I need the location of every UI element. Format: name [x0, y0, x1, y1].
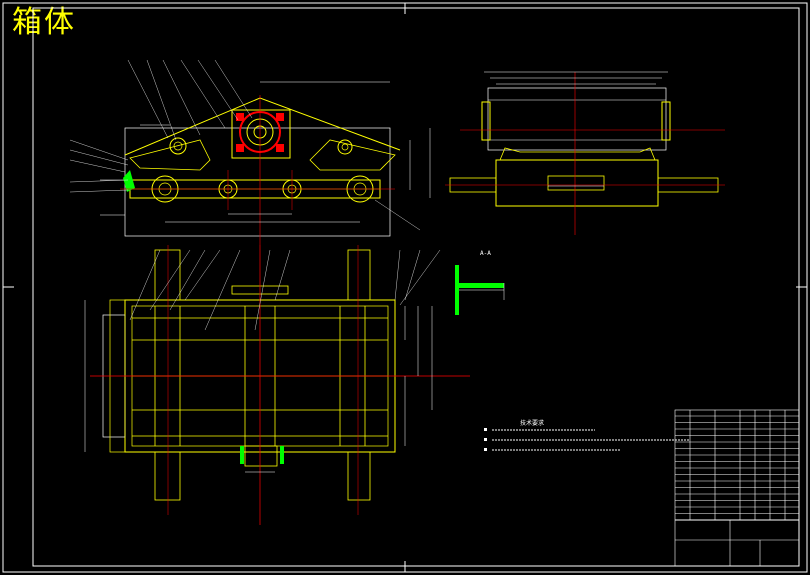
side-view [445, 71, 725, 235]
section-label: A-A [480, 250, 491, 257]
plan-view [84, 245, 470, 525]
drawing-title: 箱体 [12, 5, 76, 40]
front-view [69, 59, 431, 245]
technical-notes [484, 428, 690, 451]
section-a-a [455, 265, 505, 315]
title-block [674, 409, 800, 567]
notes-heading: 技术要求 [520, 420, 545, 427]
